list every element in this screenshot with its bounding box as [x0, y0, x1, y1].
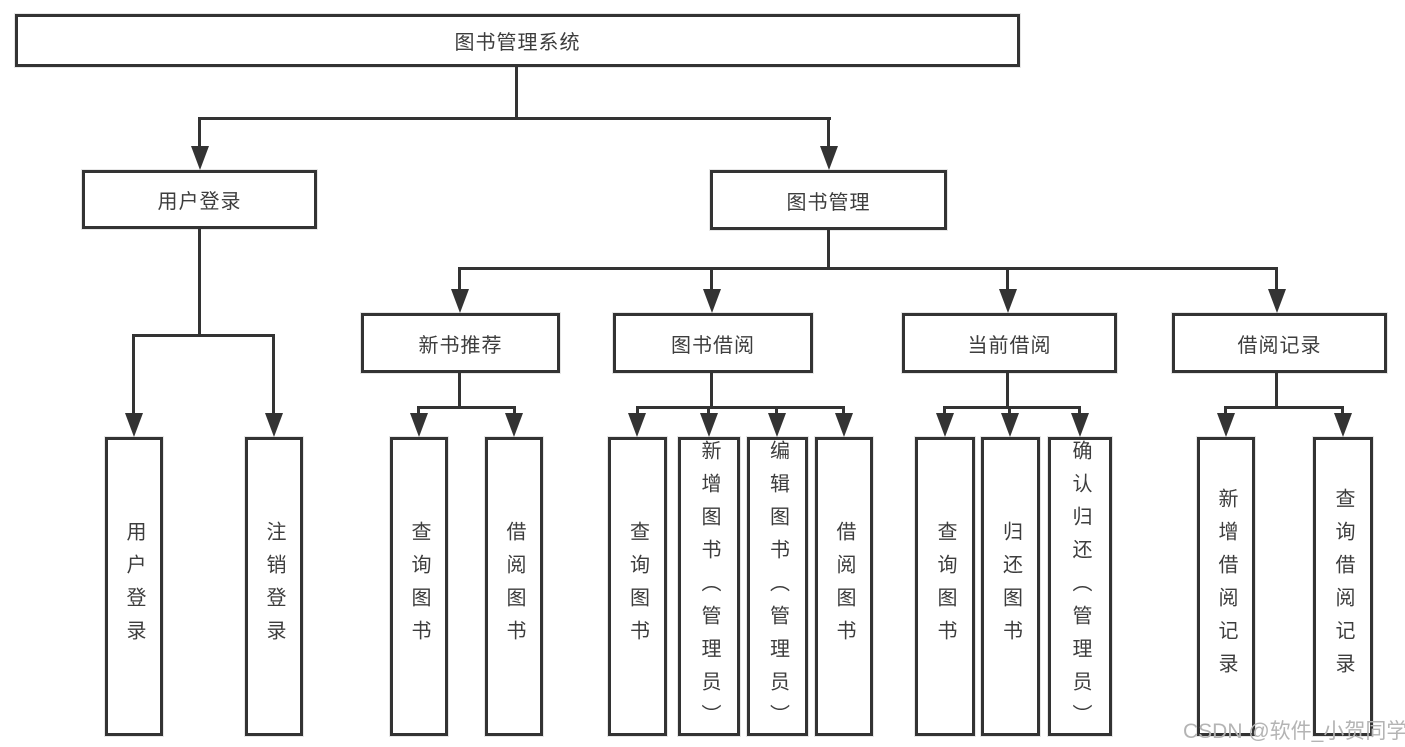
arrow-down-icon [125, 413, 143, 437]
leaf-recommend-query-books: 查询图书 [390, 437, 448, 736]
connector-stem [1341, 406, 1344, 418]
connector-borrowing-horizontal [636, 406, 845, 409]
connector-book-management-horizontal [458, 267, 1278, 270]
connector-user-login-horizontal [132, 334, 275, 337]
leaf-borrowing-query-books: 查询图书 [608, 437, 667, 736]
node-book-management: 图书管理 [710, 170, 947, 230]
arrow-down-icon [768, 413, 786, 437]
connector-current-horizontal [943, 406, 1081, 409]
connector-recommend-vertical [458, 372, 461, 408]
leaf-current-return-books: 归还图书 [981, 437, 1040, 736]
connector-current-vertical [1006, 372, 1009, 408]
connector-root-horizontal [199, 117, 831, 120]
leaf-recommend-borrow-books: 借阅图书 [485, 437, 543, 736]
connector-records-vertical [1275, 372, 1278, 408]
node-library-management-system: 图书管理系统 [15, 14, 1020, 67]
arrow-down-icon [1334, 413, 1352, 437]
leaf-records-add-record: 新增借阅记录 [1197, 437, 1255, 736]
connector-stem-user-login [198, 117, 201, 149]
arrow-down-icon [1071, 413, 1089, 437]
arrow-down-icon [265, 413, 283, 437]
connector-stem [1224, 406, 1227, 418]
arrow-down-icon [410, 413, 428, 437]
leaf-borrowing-edit-books-admin: 编辑图书（管理员） [747, 437, 808, 737]
arrow-down-icon [820, 146, 838, 170]
arrow-down-icon [628, 413, 646, 437]
connector-recommend-horizontal [417, 406, 516, 409]
node-user-login: 用户登录 [82, 170, 317, 229]
connector-stem [707, 406, 710, 418]
arrow-down-icon [835, 413, 853, 437]
connector-stem [636, 406, 639, 418]
connector-stem-borrowing [710, 267, 713, 293]
connector-stem [842, 406, 845, 418]
arrow-down-icon [703, 289, 721, 313]
connector-stem-leaf-logout [272, 334, 275, 417]
leaf-current-query-books: 查询图书 [915, 437, 975, 736]
arrow-down-icon [936, 413, 954, 437]
connector-stem [1078, 406, 1081, 418]
node-new-book-recommendation: 新书推荐 [361, 313, 560, 373]
connector-stem-leaf-login [132, 334, 135, 417]
connector-borrowing-vertical [710, 372, 713, 408]
connector-book-management-vertical [827, 229, 830, 269]
leaf-borrowing-borrow-books: 借阅图书 [815, 437, 873, 736]
arrow-down-icon [1217, 413, 1235, 437]
connector-records-horizontal [1224, 406, 1344, 409]
leaf-user-login: 用户登录 [105, 437, 163, 736]
leaf-records-query-record: 查询借阅记录 [1313, 437, 1373, 736]
connector-stem [513, 406, 516, 418]
connector-stem-records [1275, 267, 1278, 293]
arrow-down-icon [1268, 289, 1286, 313]
node-book-borrowing: 图书借阅 [613, 313, 813, 373]
connector-stem [775, 406, 778, 418]
arrow-down-icon [700, 413, 718, 437]
leaf-borrowing-add-books-admin: 新增图书（管理员） [678, 437, 740, 737]
arrow-down-icon [451, 289, 469, 313]
connector-stem-recommend [458, 267, 461, 293]
connector-stem-book-management [827, 117, 830, 149]
connector-user-login-vertical [198, 228, 201, 336]
connector-stem-current [1006, 267, 1009, 293]
connector-root-vertical [515, 67, 518, 119]
leaf-current-confirm-return-admin: 确认归还（管理员） [1048, 437, 1112, 737]
arrow-down-icon [191, 146, 209, 170]
connector-stem [1008, 406, 1011, 418]
arrow-down-icon [1001, 413, 1019, 437]
arrow-down-icon [505, 413, 523, 437]
connector-stem [943, 406, 946, 418]
leaf-logout: 注销登录 [245, 437, 303, 736]
arrow-down-icon [999, 289, 1017, 313]
node-current-borrowing: 当前借阅 [902, 313, 1117, 373]
connector-stem [417, 406, 420, 418]
node-borrowing-records: 借阅记录 [1172, 313, 1387, 373]
csdn-watermark: CSDN @软件_小贺同学 [1183, 720, 1405, 743]
